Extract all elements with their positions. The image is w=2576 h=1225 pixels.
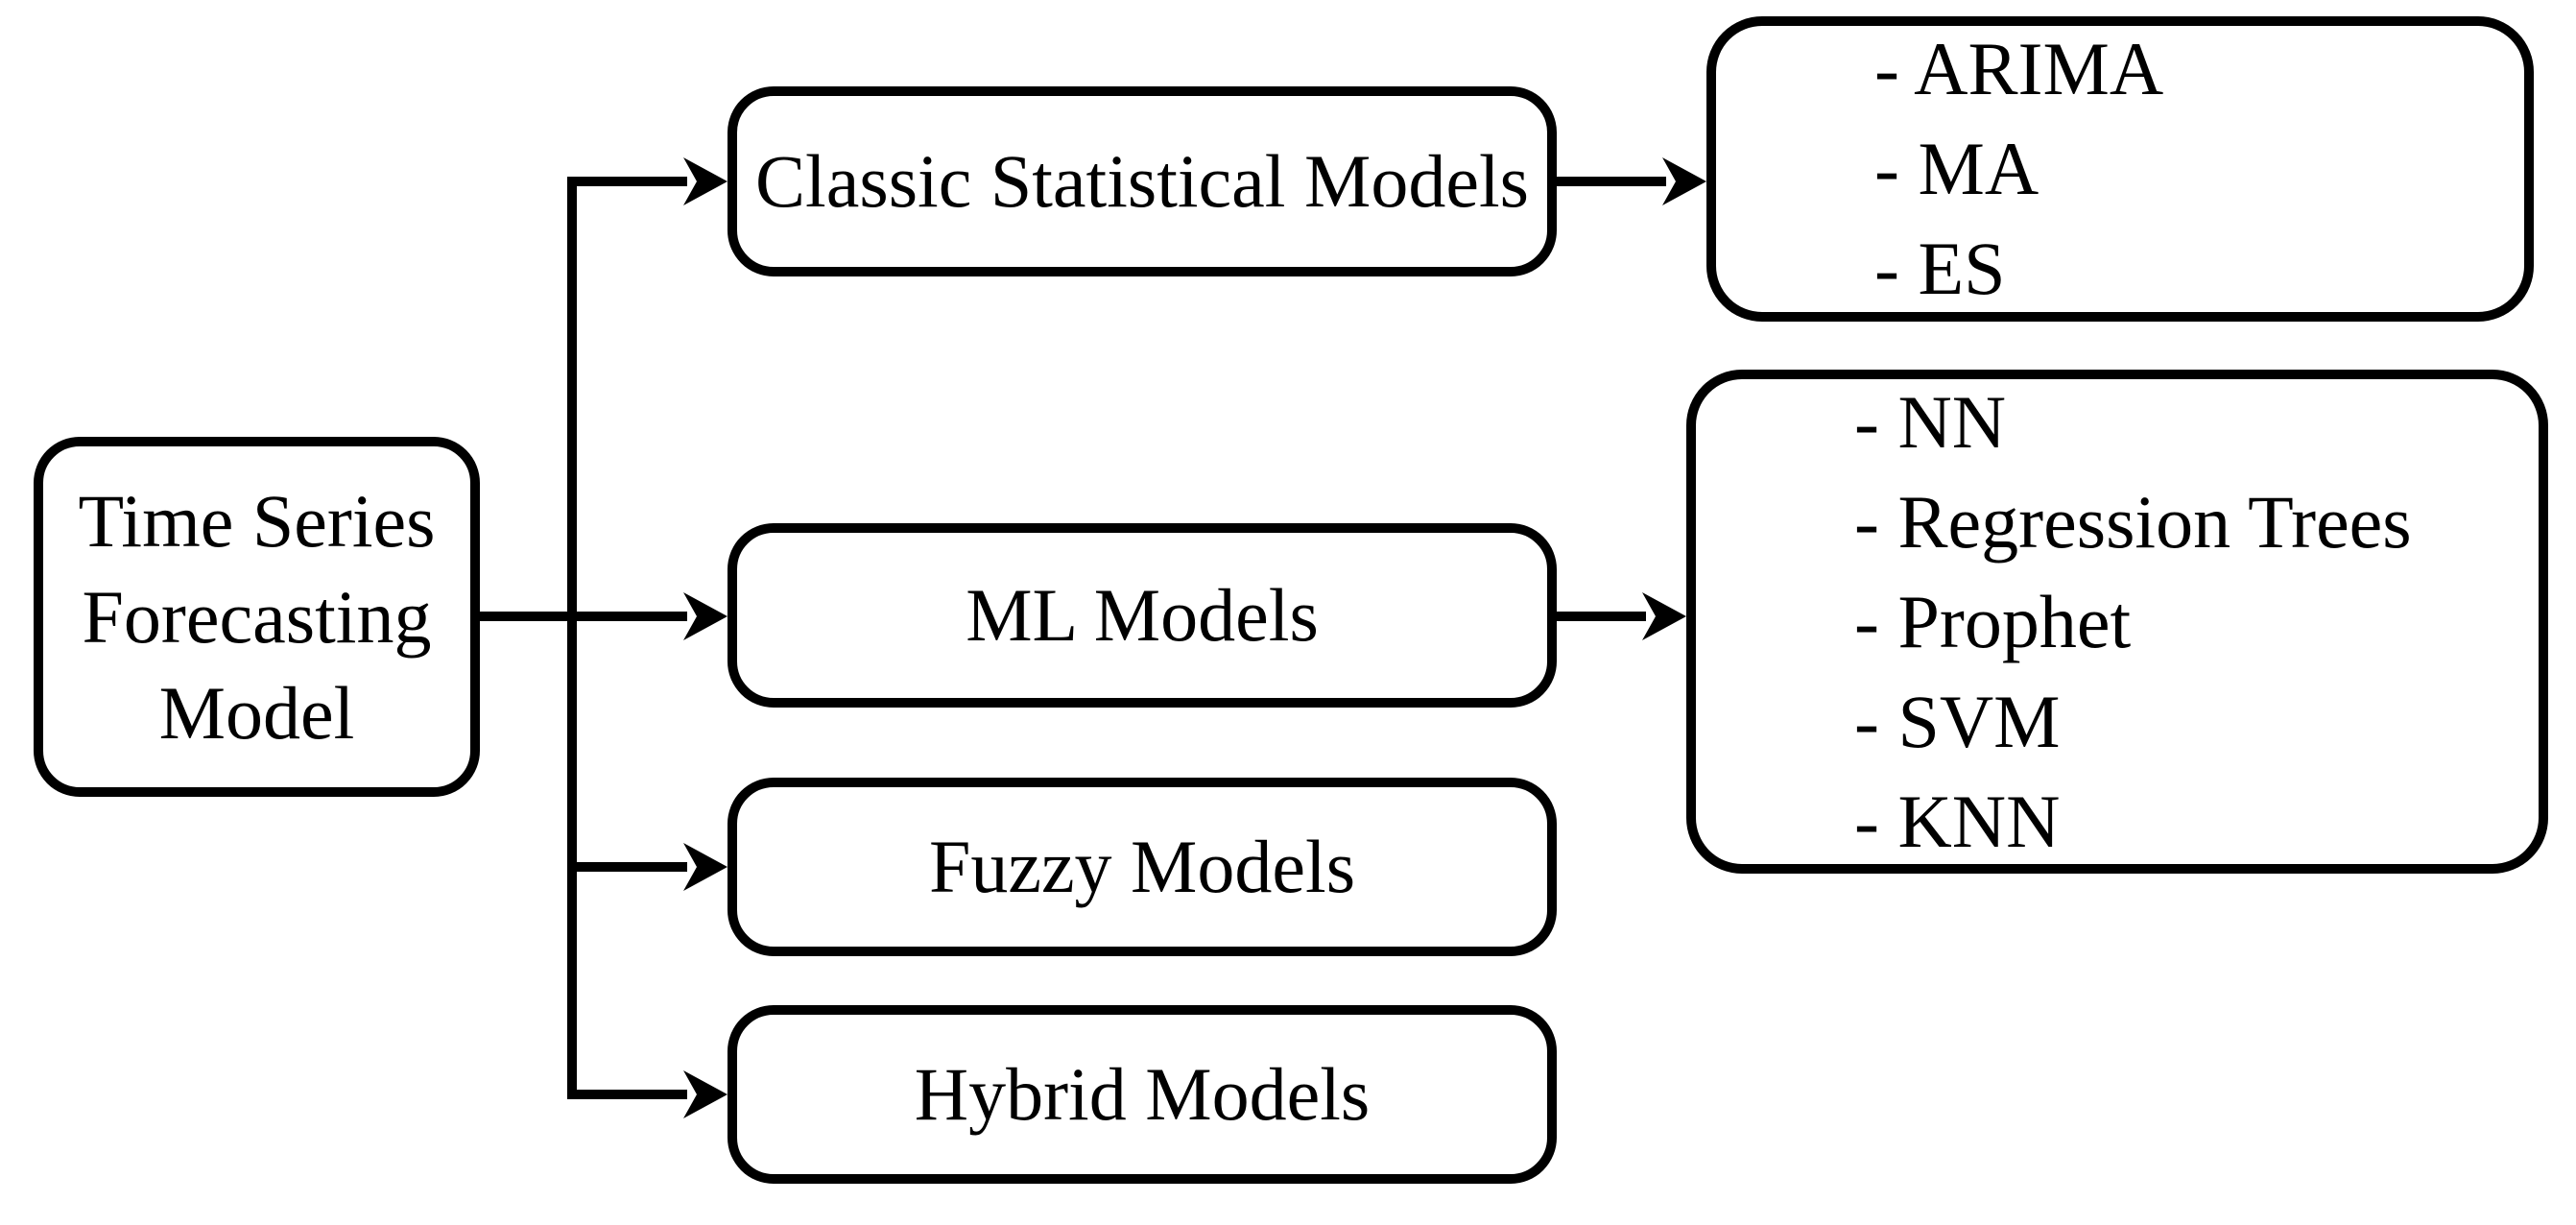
leaf-item-arima: - ARIMA — [1874, 27, 2164, 110]
arrowhead-ml-leaf — [1642, 592, 1686, 640]
leaf-item-regression-trees: - Regression Trees — [1854, 479, 2412, 564]
leaf-item-prophet: - Prophet — [1854, 579, 2132, 663]
category-label-fuzzy-models: Fuzzy Models — [928, 825, 1356, 908]
category-box-classic-statistical-models: Classic Statistical Models — [727, 86, 1557, 276]
arrowhead-ml — [683, 592, 727, 640]
leaf-item-ma: - MA — [1874, 127, 2039, 210]
category-label-hybrid-models: Hybrid Models — [914, 1052, 1371, 1136]
category-label-classic-statistical-models: Classic Statistical Models — [755, 139, 1529, 223]
leaf-box-ml-examples: - NN - Regression Trees - Prophet - SVM … — [1686, 370, 2548, 874]
leaf-item-es: - ES — [1874, 227, 2006, 310]
category-box-fuzzy-models: Fuzzy Models — [727, 778, 1557, 956]
root-box-label: Time Series Forecasting Model — [78, 478, 436, 755]
leaf-item-nn: - NN — [1854, 379, 2007, 464]
leaf-box-classic-statistical-examples: - ARIMA - MA - ES — [1706, 16, 2534, 322]
category-label-ml-models: ML Models — [966, 573, 1319, 657]
leaf-item-svm: - SVM — [1854, 679, 2061, 763]
arrowhead-classic — [683, 157, 727, 205]
category-box-ml-models: ML Models — [727, 523, 1557, 708]
category-box-hybrid-models: Hybrid Models — [727, 1005, 1557, 1184]
leaf-item-knn: - KNN — [1854, 779, 2061, 863]
leaf-item-list: - ARIMA - MA - ES — [1716, 19, 2163, 319]
root-box: Time Series Forecasting Model — [34, 437, 480, 797]
arrowhead-hybrid — [683, 1070, 727, 1118]
leaf-item-list: - NN - Regression Trees - Prophet - SVM … — [1696, 372, 2412, 872]
arrowhead-fuzzy — [683, 843, 727, 891]
arrowhead-classic-leaf — [1662, 157, 1706, 205]
